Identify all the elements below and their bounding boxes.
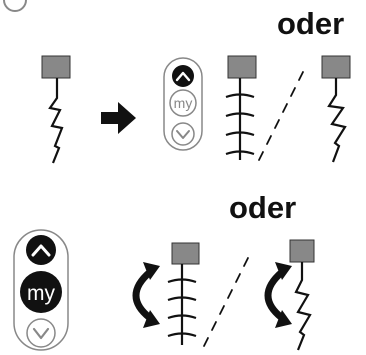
my-button bbox=[20, 271, 62, 313]
rotate-arrow-right-icon bbox=[264, 262, 292, 328]
motor-with-zigzag-cable-alt bbox=[321, 55, 351, 163]
motor-head bbox=[289, 239, 315, 263]
down-button bbox=[171, 122, 195, 146]
chevron-up-icon bbox=[175, 71, 191, 82]
zigzag-cable bbox=[327, 78, 347, 163]
or-separator bbox=[258, 71, 304, 161]
or-separator-bottom bbox=[203, 257, 249, 347]
my-button-label: my bbox=[27, 282, 55, 305]
motor-head bbox=[41, 55, 71, 79]
zigzag-cable bbox=[48, 78, 64, 164]
up-button bbox=[172, 65, 194, 87]
my-button bbox=[169, 89, 197, 117]
zigzag-cable bbox=[294, 262, 312, 351]
motor-with-ladder-cable bbox=[225, 55, 257, 160]
motor-with-ladder-cable-bottom bbox=[167, 242, 200, 345]
rotate-arrow-left-icon bbox=[132, 262, 160, 328]
motor-with-zigzag-cable-bottom bbox=[289, 239, 315, 351]
motor-head bbox=[171, 242, 200, 265]
arrow-right-icon bbox=[101, 102, 136, 134]
or-label: oder bbox=[277, 6, 345, 41]
ladder-rungs bbox=[167, 278, 197, 338]
or-label-bottom: oder bbox=[229, 190, 297, 225]
motor-with-zigzag-cable bbox=[41, 55, 71, 164]
chevron-down-icon bbox=[32, 327, 50, 340]
my-button-label: my bbox=[174, 95, 193, 111]
remote-control-bottom: my bbox=[13, 229, 69, 351]
motor-head bbox=[321, 55, 351, 79]
remote-control: my bbox=[163, 57, 203, 151]
down-button bbox=[26, 318, 56, 348]
step-number-circle bbox=[3, 0, 27, 12]
chevron-down-icon bbox=[176, 130, 190, 139]
chevron-up-icon bbox=[31, 244, 51, 257]
motor-head bbox=[227, 55, 257, 79]
up-button bbox=[26, 235, 56, 265]
ladder-rungs bbox=[225, 93, 255, 156]
